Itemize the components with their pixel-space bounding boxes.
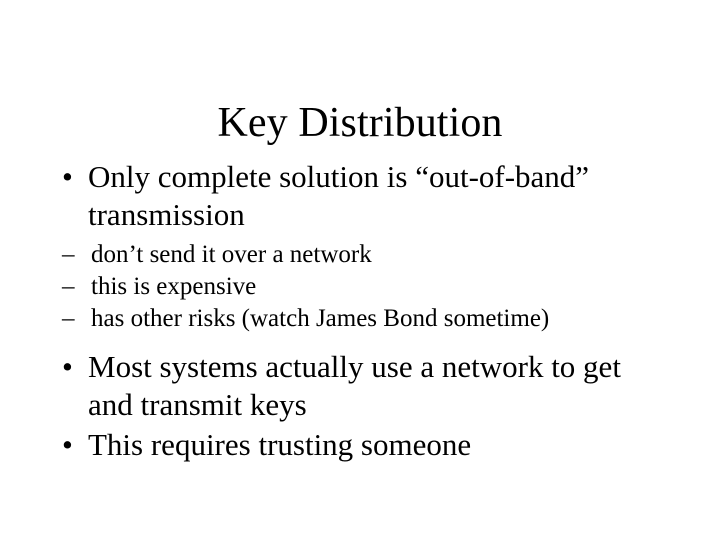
bullet-item: • This requires trusting someone <box>56 426 656 464</box>
sub-bullet-marker-icon: – <box>62 273 75 300</box>
bullet-marker-icon: • <box>62 349 73 384</box>
sub-bullet-item: – has other risks (watch James Bond some… <box>62 303 656 335</box>
bullet-list-level1: • Only complete solution is “out-of-band… <box>56 158 656 464</box>
bullet-text: Only complete solution is “out-of-band” … <box>88 159 590 232</box>
sub-bullet-item: – don’t send it over a network <box>62 239 656 271</box>
sub-bullet-marker-icon: – <box>62 305 75 332</box>
bullet-list-level2: – don’t send it over a network – this is… <box>56 239 656 335</box>
slide-body: • Only complete solution is “out-of-band… <box>56 158 656 466</box>
sub-bullet-text: this is expensive <box>91 273 257 300</box>
bullet-marker-icon: • <box>62 427 73 462</box>
bullet-text: This requires trusting someone <box>88 427 472 462</box>
sub-bullet-text: don’t send it over a network <box>91 241 372 268</box>
sub-bullet-item: – this is expensive <box>62 271 656 303</box>
bullet-item: • Only complete solution is “out-of-band… <box>56 158 656 234</box>
bullet-item: • Most systems actually use a network to… <box>56 348 656 424</box>
bullet-text: Most systems actually use a network to g… <box>88 349 621 422</box>
sub-bullet-marker-icon: – <box>62 241 75 268</box>
sub-bullet-text: has other risks (watch James Bond someti… <box>91 305 550 332</box>
slide-title: Key Distribution <box>217 100 503 147</box>
bullet-marker-icon: • <box>62 159 73 194</box>
